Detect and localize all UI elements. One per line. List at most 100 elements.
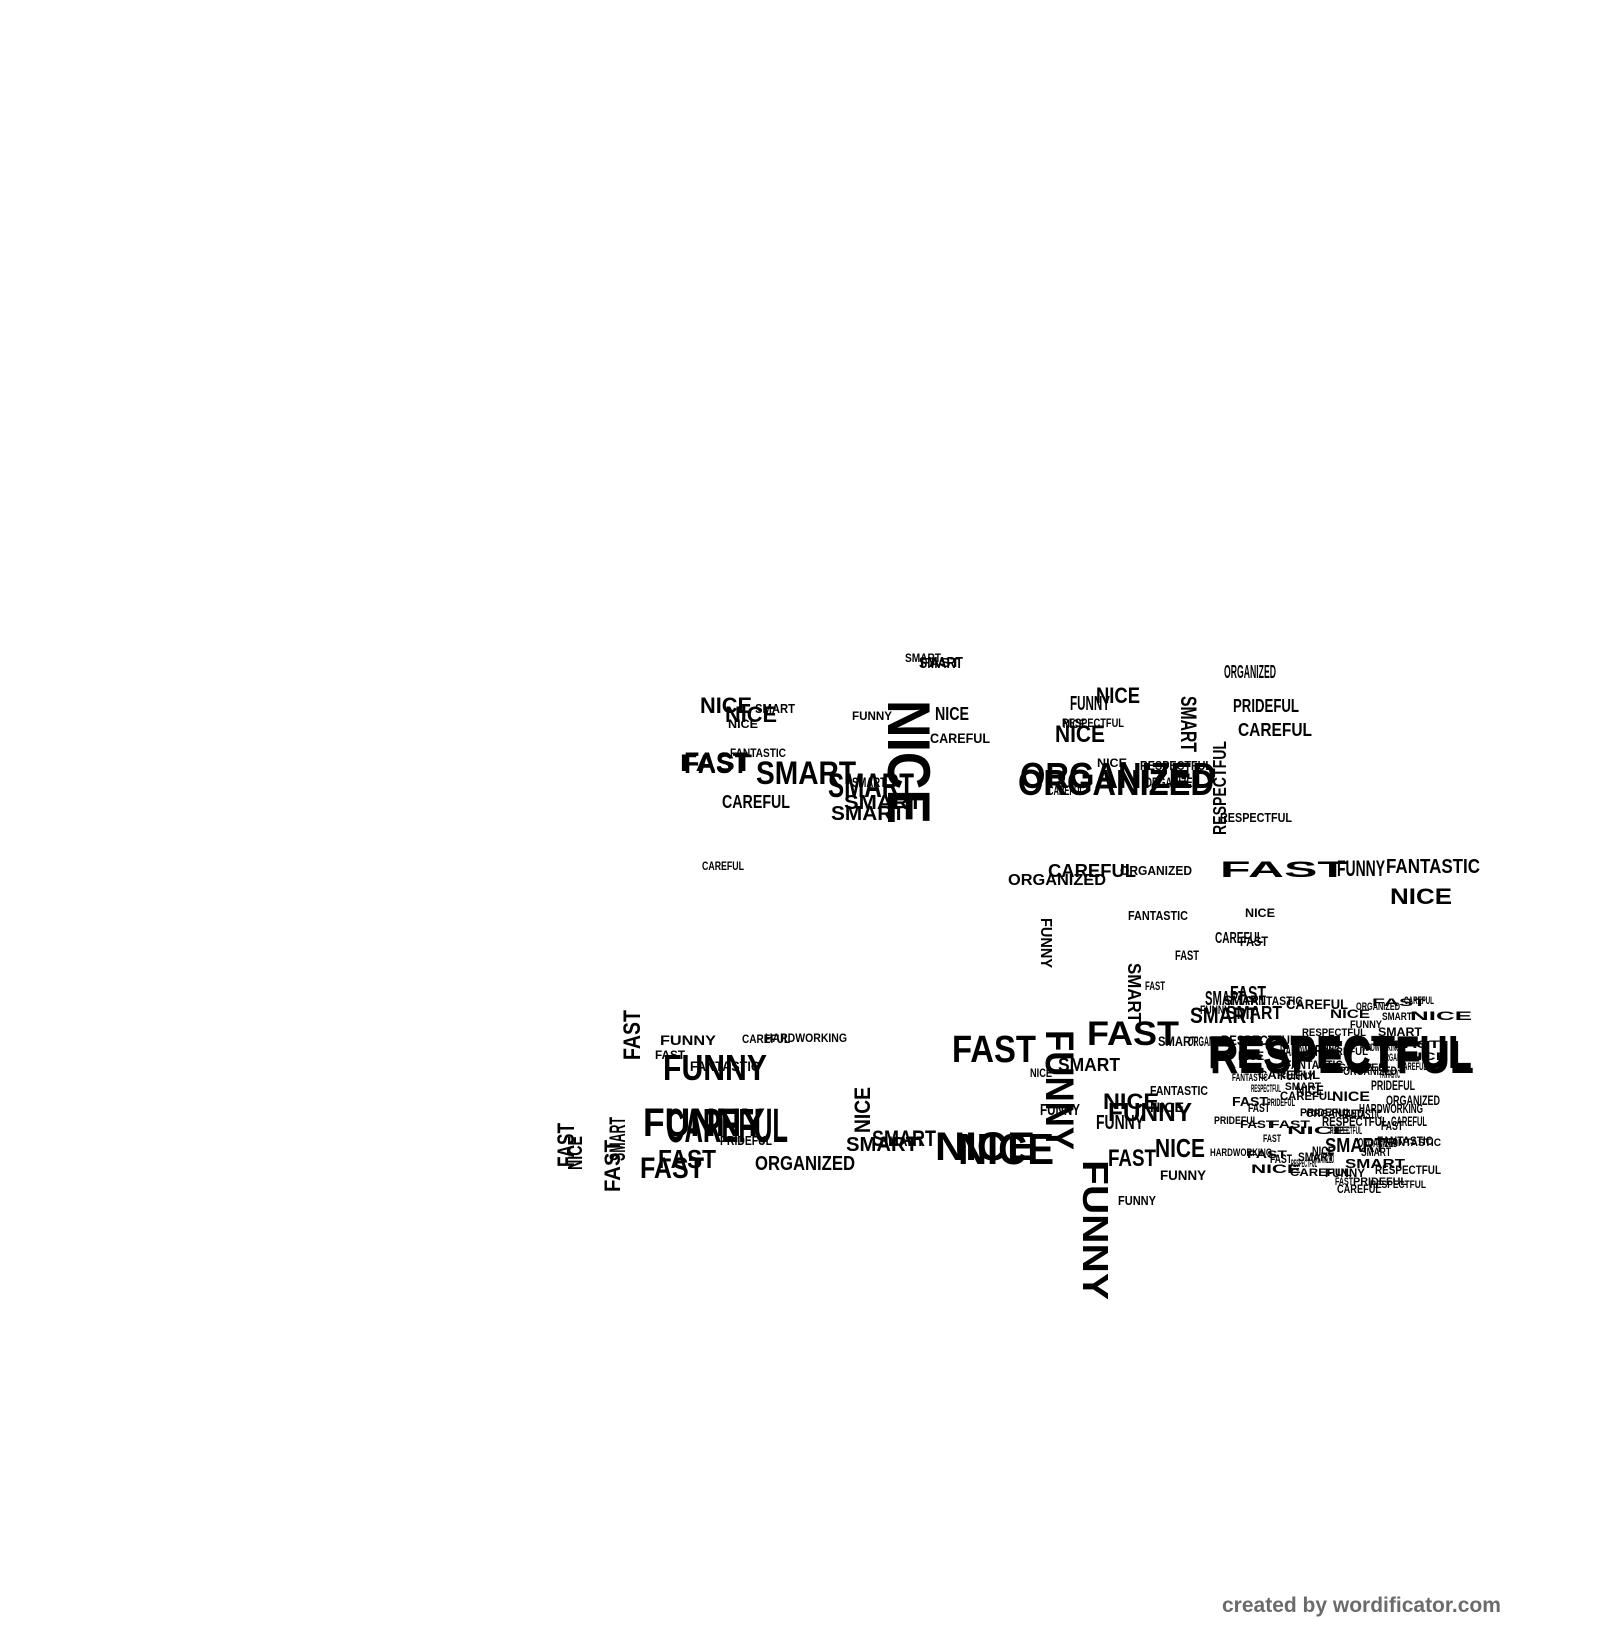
cloud-word: NICE — [1097, 756, 1127, 770]
cloud-word: ORGANIZED — [1312, 1152, 1334, 1166]
cloud-word: SMART — [1378, 1025, 1423, 1039]
cloud-word: FUNNY — [1070, 693, 1110, 715]
cloud-word: ORGANIZED — [1322, 1062, 1386, 1074]
cloud-word-large: SMART — [919, 655, 963, 672]
cloud-word: FAST — [920, 655, 960, 670]
cloud-word-large: CAREFUL — [1048, 861, 1136, 881]
cloud-word: SMART — [1345, 1156, 1405, 1171]
cloud-word: PRIDEFUL — [1353, 1176, 1407, 1188]
cloud-word-large: SMART — [1325, 1135, 1385, 1157]
cloud-word-large: NICE — [700, 693, 752, 718]
cloud-word: CAREFUL — [1322, 1046, 1368, 1058]
cloud-word: FAST — [1270, 1119, 1310, 1131]
cloud-word: PRIDEFUL — [1300, 1107, 1352, 1119]
cloud-word: SMART — [755, 701, 795, 716]
cloud-word: FANTASTIC — [1285, 1058, 1343, 1072]
cloud-word-large: FAST — [952, 1029, 1036, 1071]
cloud-word: ORGANIZED — [1008, 872, 1106, 889]
cloud-word: CAREFUL — [666, 1100, 788, 1153]
cloud-word: FAST — [1087, 1015, 1179, 1053]
cloud-word: ORGANIZED — [1306, 1108, 1364, 1120]
cloud-word: CAREFUL — [1337, 1182, 1381, 1196]
cloud-word-large: SMART — [1176, 696, 1201, 752]
cloud-word: NICE — [935, 1125, 1035, 1169]
cloud-word: FANTASTIC — [690, 1058, 760, 1074]
cloud-word: CAREFUL — [742, 1032, 790, 1046]
cloud-word-large: NICE — [1096, 683, 1140, 708]
cloud-word: SMART — [831, 803, 905, 825]
cloud-word-large: RESPECTFUL — [1210, 741, 1230, 835]
cloud-word: RESPECTFUL — [1322, 1114, 1388, 1129]
cloud-word: SMART — [1298, 1150, 1335, 1164]
cloud-word: PRIDEFUL — [720, 1133, 772, 1148]
cloud-word-large: ORGANIZED — [1224, 662, 1276, 682]
cloud-word-large: CAREFUL — [1238, 720, 1312, 740]
cloud-word: SMART — [1361, 1145, 1391, 1159]
cloud-word-large: NICE — [1103, 1089, 1159, 1114]
cloud-word-large: PRIDEFUL — [1233, 696, 1299, 716]
cloud-word: FAST — [1240, 1119, 1274, 1131]
cloud-word: FAST — [680, 750, 752, 777]
cloud-word-large: FAST — [658, 1144, 716, 1174]
cloud-word: SMART — [1224, 992, 1266, 1008]
cloud-word-large: RESPECTFUL — [1210, 1031, 1474, 1083]
cloud-word: CAREFUL — [1399, 1061, 1427, 1073]
cloud-word: FAST — [1394, 1039, 1440, 1051]
cloud-word: FUNNY — [1118, 1193, 1156, 1208]
cloud-word: FAST — [1270, 1152, 1292, 1166]
cloud-word: NICE — [1404, 1051, 1448, 1063]
cloud-word: ORGANIZED — [1188, 1033, 1230, 1049]
cloud-word: FAST — [1335, 1176, 1353, 1188]
cloud-word: SMART — [905, 651, 942, 665]
cloud-word: FAST — [655, 1048, 686, 1062]
cloud-word: FUNNY — [660, 1032, 717, 1048]
cloud-word-large: NICE — [1390, 884, 1452, 909]
cloud-word: FAST — [1175, 947, 1199, 963]
cloud-word: FANTASTIC — [1245, 994, 1303, 1008]
cloud-word: FAST — [600, 1139, 625, 1192]
cloud-word-large: FUNNY — [1108, 1097, 1192, 1127]
cloud-word: FAST — [1240, 933, 1268, 949]
cloud-word-large: FUNNY — [643, 1101, 765, 1145]
credit-text: created by wordificator.com — [1222, 1594, 1501, 1617]
cloud-word: FUNNY — [1160, 1167, 1207, 1183]
cloud-word: RESPECTFUL — [1330, 1125, 1362, 1137]
cloud-word: FUNNY — [1200, 1003, 1230, 1017]
cloud-word: NICE — [728, 717, 758, 731]
cloud-word: SMART — [1158, 1033, 1198, 1049]
cloud-word-large: FAST — [1220, 857, 1349, 882]
cloud-word: FAST — [1248, 1101, 1270, 1115]
cloud-word: CAREFUL — [1404, 995, 1434, 1007]
cloud-word: NICE — [1238, 1049, 1264, 1063]
cloud-word: CAREFUL — [1286, 996, 1348, 1012]
cloud-word: SMART — [846, 1134, 918, 1156]
cloud-word: NICE — [1410, 1009, 1472, 1023]
cloud-word: RESPECTFUL — [1370, 1179, 1426, 1191]
cloud-word: NICE — [1332, 1088, 1370, 1104]
cloud-word-large: SMART — [1058, 1055, 1120, 1075]
cloud-word: CAREFUL — [1215, 930, 1263, 947]
cloud-word: FAST — [1247, 1149, 1287, 1161]
cloud-word: NICE — [1245, 906, 1275, 920]
cloud-word: HARDWORKING — [1359, 1101, 1423, 1116]
cloud-word: SMART — [1226, 1003, 1282, 1023]
cloud-word: FANTASTIC — [730, 746, 786, 760]
cloud-word: FANTASTIC — [1150, 1083, 1208, 1098]
cloud-word: FAST — [1381, 1118, 1403, 1133]
cloud-word-large: FANTASTIC — [1386, 856, 1480, 878]
cloud-word: FANTASTIC — [1380, 1067, 1400, 1081]
cloud-word: FAST — [1372, 997, 1427, 1009]
cloud-word-large: ORGANIZED — [755, 1153, 855, 1175]
cloud-word: ORGANIZED — [1343, 1064, 1397, 1078]
cloud-word: FANTASTIC — [1232, 1072, 1268, 1084]
cloud-word-large: FUNNY — [663, 1047, 767, 1088]
cloud-word: ORGANIZED — [1358, 1135, 1398, 1150]
cloud-word: SMART — [828, 767, 914, 805]
cloud-word: CAREFUL — [702, 859, 744, 873]
cloud-word: ORGANIZED — [1018, 762, 1214, 803]
cloud-word: NICE — [1251, 1162, 1301, 1176]
cloud-word: NICE — [1150, 1099, 1184, 1115]
cloud-word: ORGANIZED — [1145, 774, 1199, 790]
cloud-word: ORGANIZED — [1386, 1092, 1440, 1108]
cloud-word: NICE — [565, 1136, 587, 1170]
